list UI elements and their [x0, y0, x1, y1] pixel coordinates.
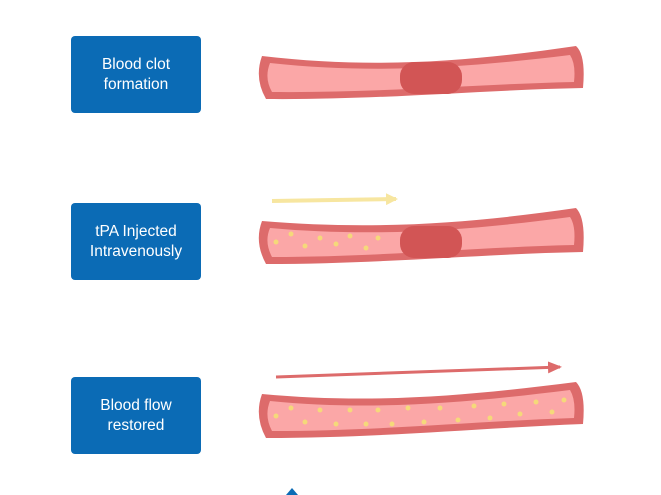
tpa-particle — [273, 239, 279, 245]
tpa-particle — [421, 419, 427, 425]
step-label-line: Blood clot — [101, 55, 171, 73]
step-label-line: tPA Injected — [95, 222, 177, 240]
tpa-particle — [437, 405, 443, 411]
tpa-particles — [273, 397, 567, 427]
tpa-particle — [288, 405, 294, 411]
tpa-particle — [347, 407, 353, 413]
tpa-particle — [363, 245, 369, 251]
tpa-arrow — [271, 193, 398, 206]
tpa-particles — [273, 231, 381, 251]
tpa-particle — [549, 409, 555, 415]
blood-clot — [400, 62, 462, 94]
step-blood-flow-restored: Blood flow restored — [71, 377, 201, 454]
step-label-line: Blood flow — [100, 396, 172, 414]
tpa-particle — [389, 421, 395, 427]
tpa-particle — [487, 415, 493, 421]
tpa-particle — [375, 407, 381, 413]
tpa-particle — [501, 401, 507, 407]
vessel-with-clot — [258, 46, 584, 100]
cropped-arrow-tip-icon — [286, 488, 298, 495]
tpa-particle — [333, 421, 339, 427]
step-label-line: formation — [103, 75, 169, 93]
tpa-particle — [455, 417, 461, 423]
tpa-particle — [561, 397, 567, 403]
tpa-particle — [302, 243, 308, 249]
tpa-particle — [317, 407, 323, 413]
vessel-flow-restored — [258, 382, 584, 438]
tpa-particle — [317, 235, 323, 241]
tpa-particle — [273, 413, 279, 419]
tpa-particle — [288, 231, 294, 237]
step-blood-clot-formation: Blood clot formation — [71, 36, 201, 113]
tpa-particle — [363, 421, 369, 427]
step-tpa-injected: tPA Injected Intravenously — [71, 203, 201, 280]
vessel-lumen — [267, 390, 575, 431]
tpa-particle — [333, 241, 339, 247]
tpa-particle — [302, 419, 308, 425]
tpa-particle — [375, 235, 381, 241]
tpa-particle — [533, 399, 539, 405]
blood-flow-arrow — [275, 361, 562, 379]
tpa-particle — [347, 233, 353, 239]
blood-clot — [400, 226, 462, 258]
tpa-particle — [471, 403, 477, 409]
step-label-line: restored — [107, 416, 165, 434]
tpa-particle — [517, 411, 523, 417]
tpa-particle — [405, 405, 411, 411]
vessel-with-tpa — [258, 208, 584, 264]
step-label-line: Intravenously — [89, 242, 183, 260]
